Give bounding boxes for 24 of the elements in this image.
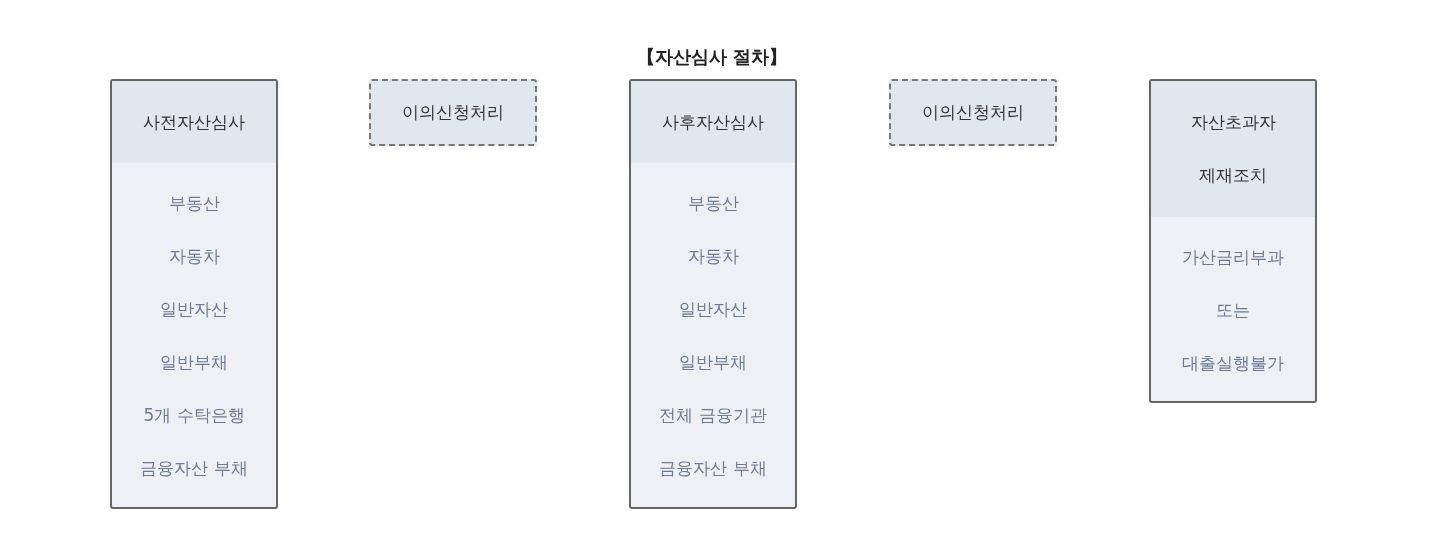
card-heading: 사전자산심사 [142,110,246,134]
dashed-process-box [889,79,1057,146]
card-item: 부동산 [687,192,739,215]
card-item: 일반자산 [679,298,747,321]
card-item: 일반부채 [679,351,747,374]
dashed-process-box [369,79,537,146]
diagram-title: 【자산심사 절차】 [635,45,789,69]
card-heading: 자산초과자 제재조치 [1189,111,1277,187]
card-item: 금융자산 부채 [659,457,767,480]
card-item: 일반부채 [160,351,228,374]
box-label: 이의신청처리 [922,101,1024,124]
card-item: 일반자산 [160,298,228,321]
card-item: 자동차 [687,245,739,268]
card-heading: 사후자산심사 [661,110,765,134]
card-item: 가산금리부과 또는 대출실행불가 [1181,246,1285,375]
card-item: 금융자산 부채 [140,457,248,480]
card-item: 부동산 [168,192,220,215]
category-card [629,79,797,509]
card-item: 전체 금융기관 [659,404,767,427]
card-item: 5개 수탁은행 [143,404,245,427]
category-card [110,79,278,509]
category-card [1149,79,1317,403]
box-label: 이의신청처리 [402,101,504,124]
card-item: 자동차 [168,245,220,268]
